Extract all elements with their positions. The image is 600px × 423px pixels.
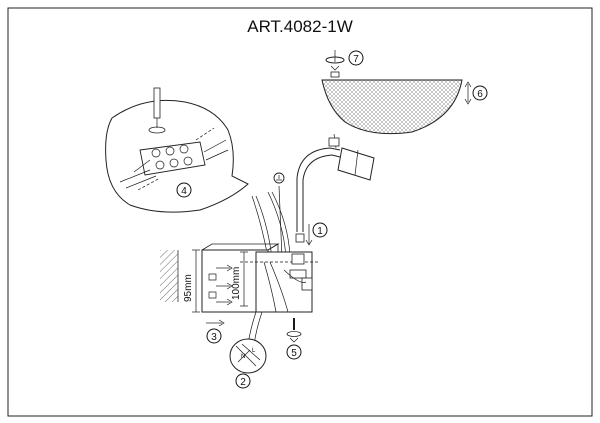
svg-text:2: 2 [240, 377, 246, 388]
step-1-screw [295, 224, 313, 246]
step-3-screw [206, 319, 225, 327]
step-marker-1: 1 [312, 222, 328, 238]
svg-text:L: L [252, 348, 256, 354]
bracket-screw-icon [216, 264, 233, 306]
svg-text:1: 1 [317, 226, 323, 237]
svg-text:7: 7 [353, 54, 359, 65]
canopy-plate [240, 251, 318, 313]
svg-text:6: 6 [477, 89, 483, 100]
svg-text:3: 3 [211, 332, 217, 343]
terminal-detail-callout [105, 87, 249, 213]
lamp-arm [296, 147, 341, 232]
step-marker-2: 2 [235, 373, 251, 389]
bracket-plug-icon [208, 273, 217, 299]
lamp-shade [321, 79, 463, 135]
step-marker-3: 3 [206, 328, 222, 344]
shade-height-arrow [464, 81, 472, 105]
svg-text:4: 4 [181, 186, 187, 197]
height-dimension-b: 100mm [231, 251, 248, 307]
svg-text:5: 5 [291, 348, 297, 359]
step-marker-4: 4 [176, 182, 192, 198]
step-marker-5: 5 [286, 344, 302, 360]
svg-text:N: N [241, 354, 245, 360]
step-marker-7: 7 [348, 50, 364, 66]
ground-symbol [273, 172, 285, 184]
wall [160, 250, 179, 302]
finial-knob [325, 50, 345, 78]
page-border [7, 7, 593, 417]
step-marker-6: 6 [472, 85, 488, 101]
step-5-screw [286, 318, 302, 343]
supply-wires [251, 185, 291, 259]
height-dimension-a: 95mm [183, 249, 200, 313]
product-title: ART.4082-1W [247, 17, 353, 36]
wire-strip-callout: N L [229, 338, 267, 374]
dimension-100: 100mm [231, 267, 242, 300]
lamp-socket [328, 133, 375, 181]
dimension-95: 95mm [183, 274, 194, 302]
